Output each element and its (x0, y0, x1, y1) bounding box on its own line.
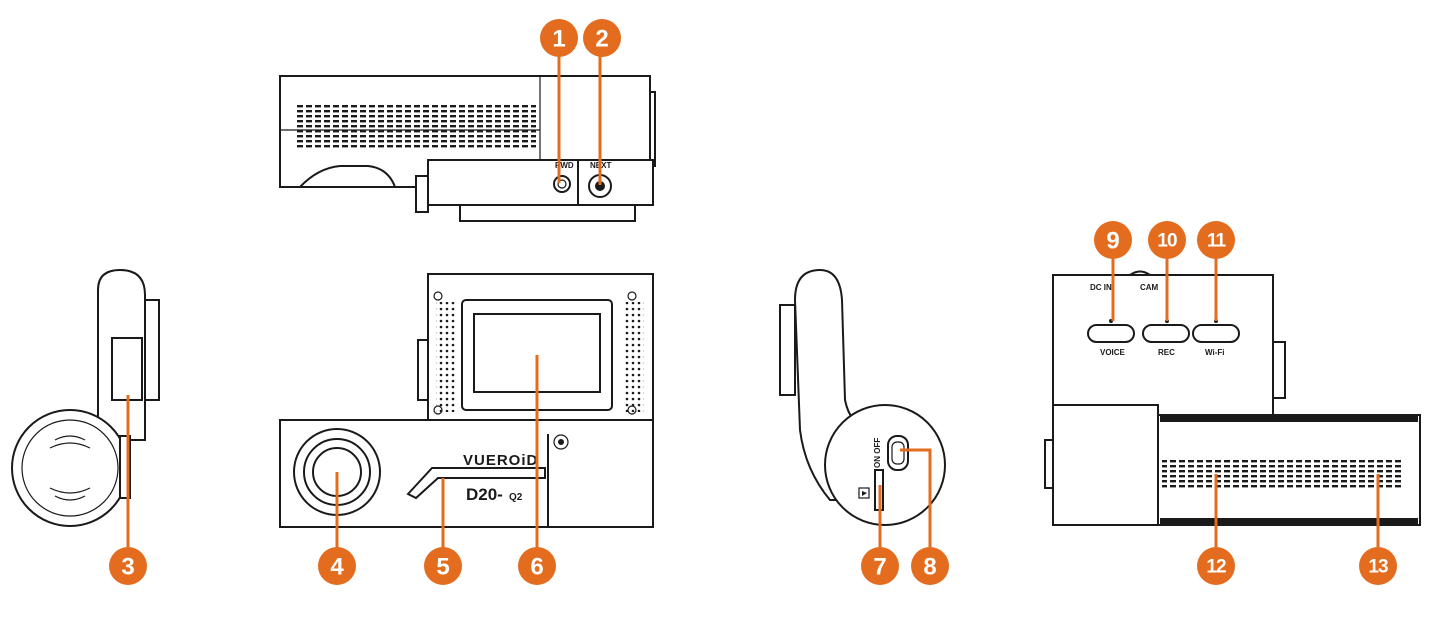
voice-button-label: VOICE (1100, 348, 1126, 357)
svg-text:7: 7 (873, 554, 886, 581)
callout-badge-7: 7 (861, 547, 899, 585)
port-panel (427, 159, 654, 206)
right-side-view: ON OFF (779, 268, 946, 526)
power-switch-label: ON OFF (873, 438, 882, 468)
callout-badge-12: 12 (1197, 547, 1235, 585)
left-side-button (111, 337, 143, 401)
callout-badge-6: 6 (518, 547, 556, 585)
model-suffix: Q2 (509, 492, 523, 503)
rec-button[interactable] (1142, 324, 1190, 343)
right-mount-disc (824, 404, 946, 526)
rear-vent-slots (1162, 458, 1402, 488)
svg-text:10: 10 (1157, 231, 1177, 252)
top-mount-foot (297, 165, 397, 188)
svg-text:9: 9 (1106, 228, 1119, 255)
rec-button-label: REC (1158, 348, 1175, 357)
rear-mount-block (1052, 404, 1159, 526)
wifi-button-label: Wi-Fi (1205, 348, 1224, 357)
front-view: VUEROiD D20- Q2 (279, 273, 654, 528)
front-vent-left (436, 302, 456, 412)
svg-text:13: 13 (1368, 557, 1388, 578)
callout-badge-4: 4 (318, 547, 356, 585)
callout-badge-10: 10 (1148, 221, 1186, 259)
svg-text:5: 5 (436, 554, 449, 581)
callout-badge-11: 11 (1197, 221, 1235, 259)
callout-badge-5: 5 (424, 547, 462, 585)
svg-text:4: 4 (330, 554, 344, 581)
mount-disc (11, 409, 129, 527)
sd-card-icon (858, 487, 870, 499)
wifi-button[interactable] (1192, 324, 1240, 343)
callout-badge-3: 3 (109, 547, 147, 585)
callout-badge-1: 1 (540, 19, 578, 57)
callout-badge-2: 2 (583, 19, 621, 57)
front-vent-right (624, 302, 644, 412)
model-name: D20- (466, 485, 503, 504)
svg-text:6: 6 (530, 554, 543, 581)
front-led-strip (406, 467, 546, 500)
svg-text:8: 8 (923, 554, 936, 581)
leader-lines (126, 52, 1380, 548)
callout-badge-13: 13 (1359, 547, 1397, 585)
top-vent-slots (296, 104, 536, 148)
top-view: PWD NEXT (279, 75, 656, 222)
dc-in-label: DC IN (1090, 283, 1112, 292)
rear-upper-body (1052, 274, 1274, 421)
svg-text:2: 2 (595, 26, 608, 53)
rear-view: DC IN CAM VOICE REC Wi-Fi (1044, 270, 1421, 526)
port-1-jack (553, 175, 571, 193)
callout-badge-8: 8 (911, 547, 949, 585)
svg-text:12: 12 (1206, 557, 1226, 578)
svg-text:1: 1 (552, 26, 565, 53)
brand-logo: VUEROiD (463, 452, 538, 469)
svg-text:11: 11 (1207, 231, 1227, 252)
left-side-view (11, 268, 160, 527)
svg-text:3: 3 (121, 554, 134, 581)
voice-button[interactable] (1087, 324, 1135, 343)
power-switch (887, 435, 909, 471)
cam-label: CAM (1140, 283, 1159, 292)
callout-badge-9: 9 (1094, 221, 1132, 259)
port-1-label: PWD (555, 161, 574, 170)
